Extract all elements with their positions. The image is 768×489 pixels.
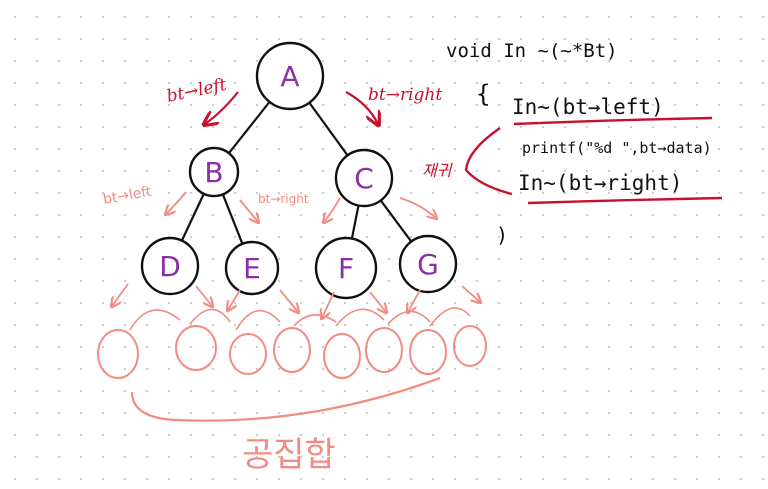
- empty-circle-6: [365, 327, 403, 373]
- empty-circle-1: [97, 329, 139, 379]
- tree-node-label: G: [417, 248, 439, 281]
- code-line-1: In~(bt→left): [512, 95, 664, 119]
- tree-node-circle: [255, 41, 325, 111]
- edge-c-g: [379, 199, 413, 243]
- code-close-brace: ): [496, 223, 508, 247]
- tree-node-c: C: [334, 148, 394, 208]
- tree-node-label: D: [159, 250, 181, 283]
- code-line-2: printf("%d ",bt→data): [522, 139, 712, 157]
- tree-node-label: A: [280, 60, 299, 93]
- empty-circle-7: [409, 329, 447, 375]
- code-signature: void In ~(~*Bt): [446, 40, 618, 62]
- edge-a-b: [228, 101, 271, 154]
- code-line-1-underline: [513, 116, 713, 126]
- tree-node-a: A: [255, 41, 325, 111]
- edge-c-f: [350, 205, 360, 239]
- tree-node-label: C: [354, 162, 374, 195]
- b-right-label: bt→right: [258, 192, 309, 206]
- code-line-3: In~(bt→right): [518, 171, 682, 195]
- empty-circles: [97, 325, 487, 379]
- empty-circle-5: [323, 333, 361, 379]
- tree-node-label: B: [204, 156, 223, 189]
- empty-circle-4: [273, 327, 311, 373]
- root-left-arrow: [205, 91, 239, 124]
- root-right-arrow: [345, 91, 378, 124]
- b-left-arrow: [166, 191, 187, 214]
- tree-node-label: E: [243, 252, 261, 285]
- edge-a-c: [308, 102, 349, 156]
- empty-circle-3: [229, 333, 267, 375]
- tree-node-circle: [398, 234, 458, 294]
- tree-node-g: G: [398, 234, 458, 294]
- tree-node-d: D: [140, 236, 200, 296]
- recursion-bracket: [464, 127, 513, 196]
- tree-nodes: A B C D E F G: [140, 41, 458, 300]
- empty-set-label: 공집합: [242, 435, 336, 475]
- edge-b-e: [221, 193, 244, 245]
- c-left-arrow: [324, 197, 341, 222]
- recursion-label: 재귀: [422, 161, 454, 180]
- tree-node-f: F: [314, 236, 378, 300]
- empty-set-brace: [130, 376, 441, 422]
- tree-node-circle: [224, 240, 280, 296]
- code-open-brace: {: [476, 80, 490, 108]
- tree-node-label: F: [338, 252, 354, 285]
- root-right-label: bt→right: [368, 85, 442, 105]
- tree-node-circle: [314, 236, 378, 300]
- edge-b-d: [180, 193, 205, 242]
- b-right-arrow: [239, 199, 258, 222]
- c-right-arrow: [399, 197, 436, 218]
- b-left-label: bt→left: [102, 184, 153, 208]
- code-line-3-underline: [527, 196, 723, 205]
- empty-circle-2: [175, 325, 217, 371]
- leaf-arrows: [112, 283, 480, 318]
- tree-node-e: E: [224, 240, 280, 296]
- tree-node-circle: [188, 146, 240, 198]
- code-block: void In ~(~*Bt) { In~(bt→left) printf("%…: [422, 40, 723, 247]
- tree-node-b: B: [188, 146, 240, 198]
- tree-edges: [180, 101, 413, 245]
- tree-node-circle: [334, 148, 394, 208]
- empty-circle-8: [453, 325, 487, 367]
- root-left-label: bt→left: [165, 75, 229, 107]
- tree-node-circle: [140, 236, 200, 296]
- leaf-curved-links: [129, 307, 471, 331]
